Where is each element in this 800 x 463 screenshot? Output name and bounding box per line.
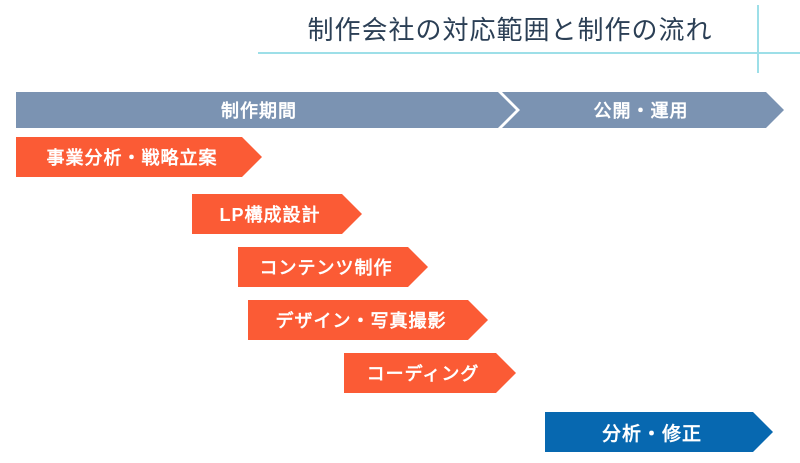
task-bar-design-photography-label: デザイン・写真撮影: [275, 311, 447, 331]
phase-bar-production: 制作期間: [16, 92, 516, 128]
task-bar-design-photography: デザイン・写真撮影: [248, 300, 488, 340]
task-bar-coding-label: コーディング: [366, 364, 480, 384]
task-bar-content-production: コンテンツ制作: [238, 247, 428, 287]
task-bar-business-analysis: 事業分析・戦略立案: [16, 137, 262, 177]
task-bar-analysis-revision-label: 分析・修正: [601, 423, 702, 445]
title-block: 制作会社の対応範囲と制作の流れ: [0, 0, 800, 85]
task-bar-lp-structure-label: LP構成設計: [219, 205, 321, 225]
phase-bar-production-label: 制作期間: [221, 101, 297, 121]
title-underline-rule: [258, 52, 800, 54]
title-vertical-rule: [757, 5, 759, 73]
page-title: 制作会社の対応範囲と制作の流れ: [307, 15, 713, 45]
task-bar-lp-structure: LP構成設計: [192, 194, 362, 234]
task-bar-coding: コーディング: [344, 353, 516, 393]
task-bar-business-analysis-label: 事業分析・戦略立案: [46, 148, 218, 168]
phase-bar-release-label: 公開・運用: [593, 101, 689, 121]
phase-bar-release: 公開・運用: [502, 92, 784, 128]
task-bar-analysis-revision: 分析・修正: [545, 412, 773, 452]
task-bar-content-production-label: コンテンツ制作: [259, 258, 393, 278]
